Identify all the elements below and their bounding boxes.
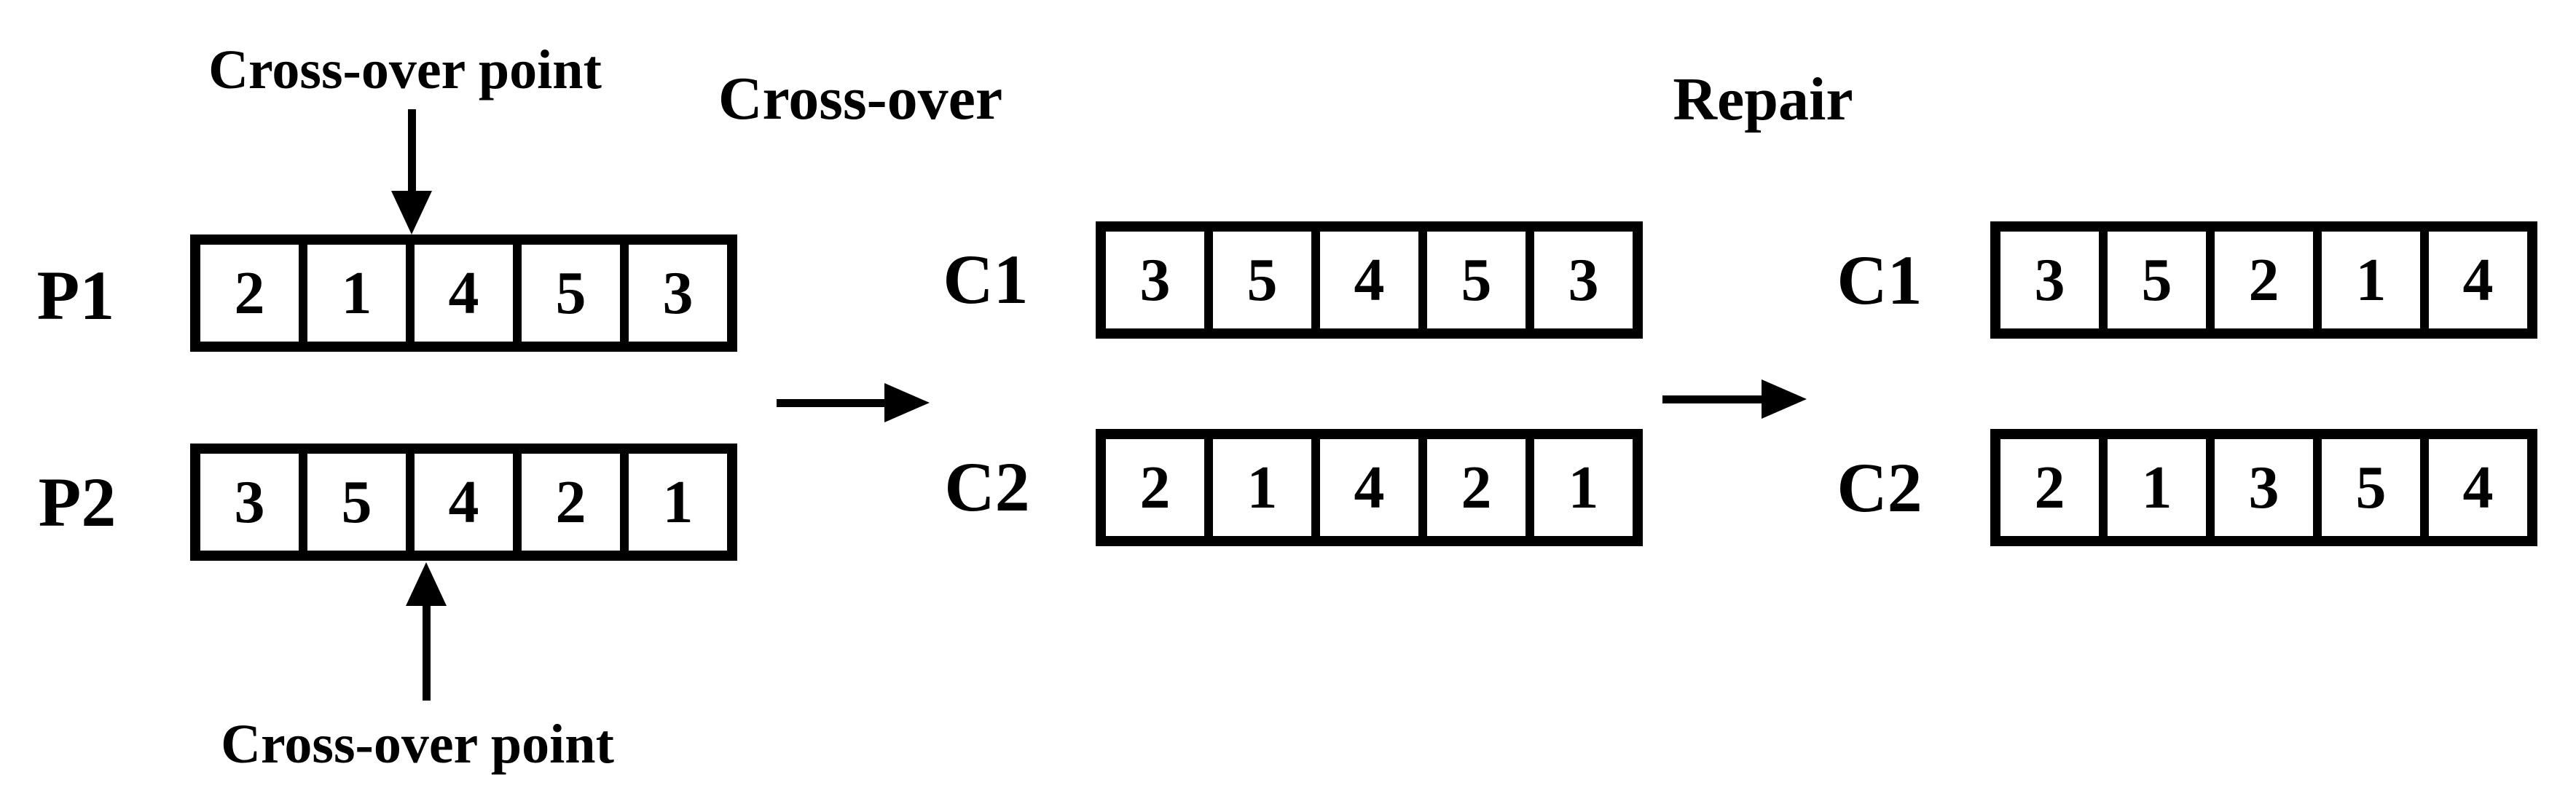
child1-crossover-gene-row: 3 5 4 5 3 — [1096, 221, 1643, 339]
child1-crossover-label: C1 — [943, 240, 1029, 318]
gene-cell: 5 — [2099, 232, 2206, 328]
right-arrow-head — [884, 383, 930, 422]
parent2-gene-row: 3 5 4 2 1 — [190, 444, 737, 561]
up-arrow-head — [406, 562, 447, 606]
child2-crossover-gene-row: 2 1 4 2 1 — [1096, 429, 1643, 546]
gene-cell: 1 — [2313, 232, 2420, 328]
gene-cell: 4 — [2420, 439, 2527, 536]
child2-crossover-label: C2 — [944, 448, 1030, 526]
gene-cell: 2 — [1106, 439, 1204, 536]
gene-cell: 5 — [1204, 232, 1311, 328]
gene-cell: 1 — [299, 245, 406, 342]
parent1-label: P1 — [36, 256, 115, 334]
crossover-point-bottom-label: Cross-over point — [221, 714, 614, 775]
right-arrow-head — [1762, 379, 1807, 419]
parent2-label: P2 — [38, 463, 117, 541]
down-arrow-head — [391, 191, 432, 234]
up-arrow-shaft — [423, 602, 431, 701]
gene-cell: 5 — [2313, 439, 2420, 536]
right-arrow-shaft — [1662, 395, 1764, 403]
gene-cell: 5 — [513, 245, 620, 342]
gene-cell: 1 — [1525, 439, 1633, 536]
gene-cell: 3 — [1525, 232, 1633, 328]
crossover-point-top-label: Cross-over point — [208, 39, 602, 100]
child1-repair-gene-row: 3 5 2 1 4 — [1990, 221, 2537, 339]
gene-cell: 4 — [406, 245, 513, 342]
gene-cell: 2 — [2000, 439, 2099, 536]
crossover-stage-heading: Cross-over — [718, 65, 1003, 133]
gene-cell: 1 — [2099, 439, 2206, 536]
gene-cell: 3 — [1106, 232, 1204, 328]
down-arrow-shaft — [408, 109, 416, 195]
parent1-gene-row: 2 1 4 5 3 — [190, 234, 737, 352]
child2-repair-gene-row: 2 1 3 5 4 — [1990, 429, 2537, 546]
gene-cell: 3 — [2000, 232, 2099, 328]
gene-cell: 2 — [1418, 439, 1525, 536]
gene-cell: 5 — [1418, 232, 1525, 328]
gene-cell: 4 — [1311, 439, 1418, 536]
gene-cell: 3 — [200, 454, 299, 551]
child2-repair-label: C2 — [1837, 449, 1923, 527]
gene-cell: 2 — [2206, 232, 2313, 328]
gene-cell: 2 — [513, 454, 620, 551]
gene-cell: 1 — [620, 454, 727, 551]
gene-cell: 4 — [406, 454, 513, 551]
gene-cell: 3 — [620, 245, 727, 342]
repair-stage-heading: Repair — [1673, 66, 1853, 133]
gene-cell: 4 — [1311, 232, 1418, 328]
gene-cell: 3 — [2206, 439, 2313, 536]
gene-cell: 2 — [200, 245, 299, 342]
gene-cell: 1 — [1204, 439, 1311, 536]
gene-cell: 5 — [299, 454, 406, 551]
child1-repair-label: C1 — [1837, 241, 1923, 319]
right-arrow-shaft — [777, 399, 887, 407]
gene-cell: 4 — [2420, 232, 2527, 328]
